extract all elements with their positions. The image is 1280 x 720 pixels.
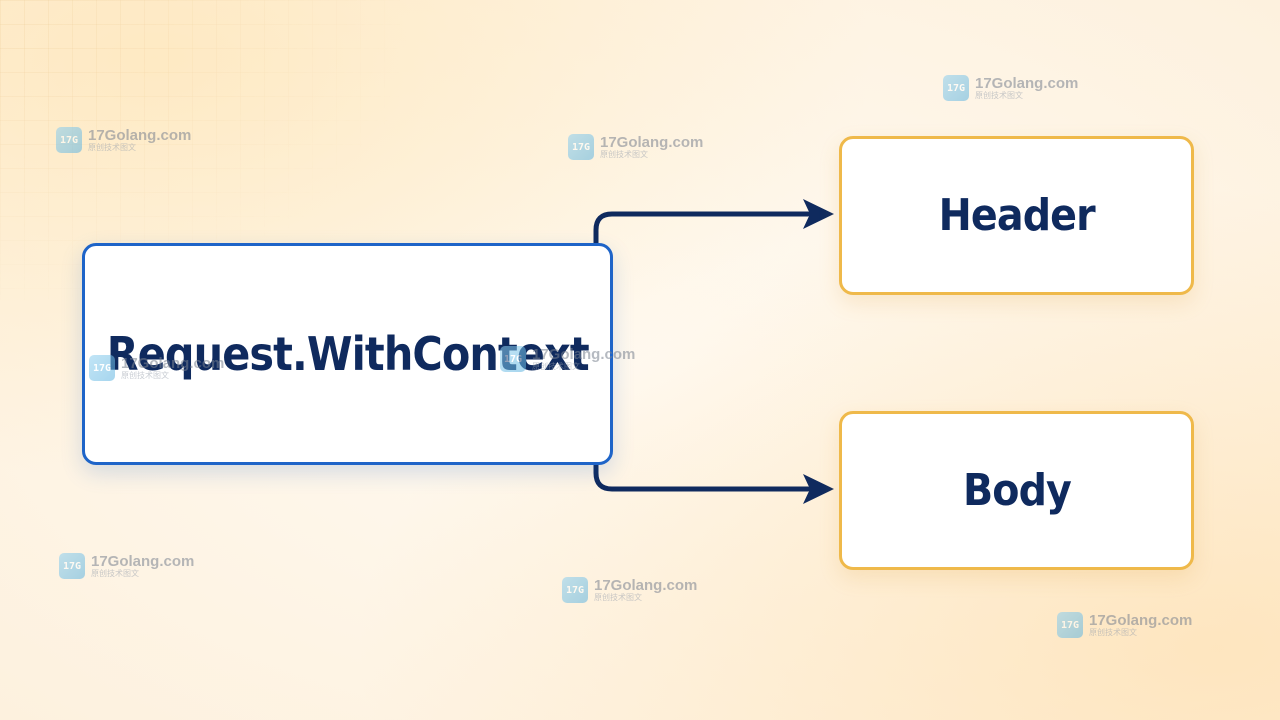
connector-to-header <box>593 211 811 246</box>
connector-to-body <box>593 462 811 492</box>
target-node-label-header: Header <box>938 190 1095 241</box>
target-node-body: Body <box>839 411 1194 570</box>
arrowhead-to-body <box>803 474 834 504</box>
arrowhead-to-header <box>803 199 834 229</box>
source-node-request-withcontext: Request.WithContext <box>82 243 613 465</box>
target-node-header: Header <box>839 136 1194 295</box>
source-node-label: Request.WithContext <box>106 327 590 381</box>
target-node-label-body: Body <box>962 465 1072 516</box>
